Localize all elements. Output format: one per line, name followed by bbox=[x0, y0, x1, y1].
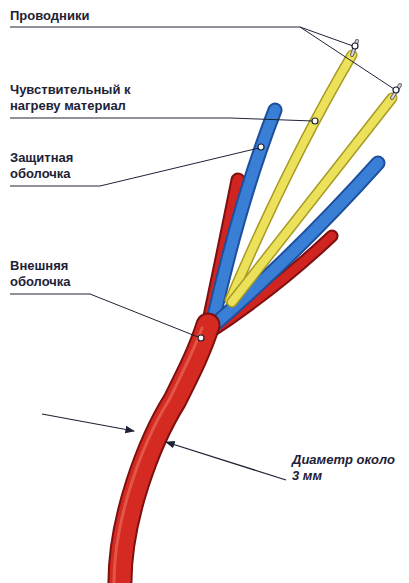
outer-sheath bbox=[114, 325, 208, 583]
part-label: Проводники bbox=[10, 8, 210, 24]
part-label: Защитная оболочка bbox=[10, 150, 100, 182]
part-label: Чувствительный к нагреву материал bbox=[10, 82, 160, 114]
leader-lines bbox=[10, 27, 394, 337]
part-label: Диаметр около 3 мм bbox=[292, 452, 400, 484]
dimension-arrows bbox=[42, 414, 286, 480]
part-label: Внешняя оболочка bbox=[10, 258, 100, 290]
heat-sensitive-material bbox=[230, 55, 392, 302]
conductors bbox=[352, 41, 400, 98]
leader-dots bbox=[198, 43, 399, 341]
